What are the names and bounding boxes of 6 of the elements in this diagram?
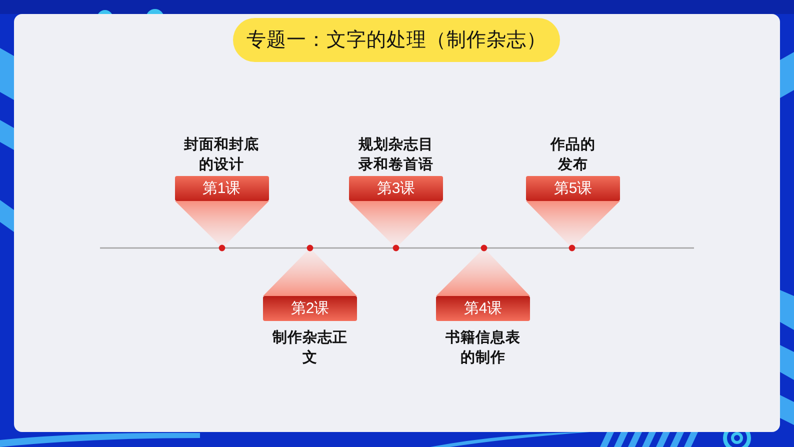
lesson-topic: 作品的发布	[549, 136, 596, 175]
lesson-topic: 封面和封底的设计	[184, 136, 260, 175]
lesson-topic: 制作杂志正文	[272, 328, 348, 368]
lesson-topic: 规划杂志目录和卷首语	[358, 136, 434, 175]
lesson-topic: 书籍信息表的制作	[445, 328, 521, 368]
title-banner: 专题一：文字的处理（制作杂志）	[233, 18, 560, 62]
